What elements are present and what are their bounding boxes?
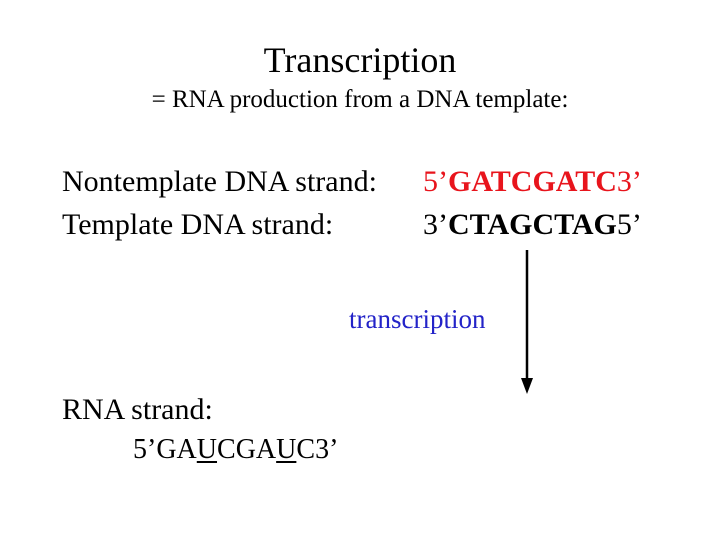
down-arrow-icon <box>521 250 533 394</box>
rna-uracil-1: U <box>196 434 218 465</box>
rna-strand-sequence: 5’GAUCGAUC3’ <box>133 432 338 468</box>
template-5prime: 5’ <box>616 208 642 241</box>
nontemplate-strand-sequence: 5’GATCGATC3’ <box>423 164 642 200</box>
nontemplate-3prime: 3’ <box>616 165 642 198</box>
rna-5prime: 5’ <box>133 434 157 465</box>
rna-uracil-2: U <box>276 434 297 465</box>
template-bases: CTAGCTAG <box>448 208 617 241</box>
slide-subtitle: = RNA production from a DNA template: <box>151 86 569 113</box>
rna-3prime: 3’ <box>315 434 339 465</box>
transcription-label: transcription <box>349 304 486 334</box>
nontemplate-bases: GATCGATC <box>448 165 617 198</box>
nontemplate-strand-label: Nontemplate DNA strand: <box>62 165 377 198</box>
rna-strand-label: RNA strand: <box>62 393 213 426</box>
template-strand-sequence: 3’CTAGCTAG5’ <box>423 207 642 243</box>
rna-bases-part2: CGA <box>217 434 277 465</box>
nontemplate-5prime: 5’ <box>423 165 448 198</box>
rna-bases-part1: GA <box>156 434 197 465</box>
rna-bases-part3: C <box>296 434 316 465</box>
slide-title: Transcription <box>263 40 457 80</box>
template-3prime: 3’ <box>423 208 448 241</box>
template-strand-label: Template DNA strand: <box>62 208 334 241</box>
